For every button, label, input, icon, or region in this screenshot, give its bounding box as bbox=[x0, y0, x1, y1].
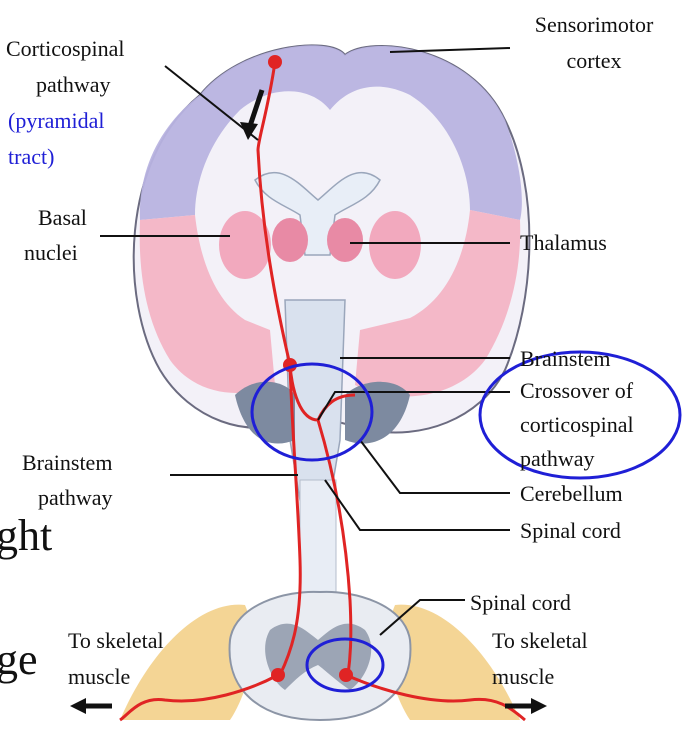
right-arrow-head bbox=[531, 698, 547, 714]
label-basal-nuclei: nuclei bbox=[24, 240, 78, 265]
label-skeletal-left: To skeletal bbox=[68, 628, 164, 653]
label-brainstem-pathway-2: pathway bbox=[38, 485, 113, 510]
label-basal: Basal bbox=[38, 205, 87, 230]
label-pyramidal-tract: tract) bbox=[8, 144, 55, 169]
thalamus-left bbox=[272, 218, 308, 262]
highlight-circles bbox=[250, 350, 682, 693]
label-skeletal-left-muscle: muscle bbox=[68, 664, 131, 689]
cortex-neuron bbox=[268, 55, 282, 69]
descending-arrow-head bbox=[240, 122, 258, 140]
cropped-text-fragment: ge bbox=[0, 635, 38, 684]
sensorimotor-cortex bbox=[139, 45, 522, 220]
leader-spinal-cord bbox=[324, 479, 510, 531]
spinal-ganglia-left bbox=[120, 604, 253, 720]
label-brainstem: Brainstem bbox=[520, 346, 611, 371]
label-spinal-cord-section: Spinal cord bbox=[470, 590, 571, 615]
label-crossover-corticospinal: corticospinal bbox=[520, 412, 634, 437]
crossover-highlight bbox=[250, 362, 374, 462]
leader-sensorimotor bbox=[389, 47, 511, 53]
motor-neuron-left bbox=[271, 668, 285, 682]
label-spinal-cord: Spinal cord bbox=[520, 518, 621, 543]
cortex-pink-left bbox=[139, 215, 275, 393]
motor-nerve-left bbox=[119, 673, 279, 722]
spinal-highlight bbox=[305, 637, 385, 693]
label-brainstem-pathway: Brainstem bbox=[22, 450, 113, 475]
leader-corticospinal bbox=[164, 65, 259, 141]
cropped-text-fragment: ght bbox=[0, 511, 53, 560]
label-corticospinal-pathway: pathway bbox=[36, 72, 111, 97]
label-thalamus: Thalamus bbox=[520, 230, 607, 255]
corticospinal-descending bbox=[316, 419, 353, 676]
thalamus-right bbox=[327, 218, 363, 262]
leader-crossover bbox=[317, 391, 510, 421]
cortex-pink-right bbox=[355, 210, 521, 397]
leader-cerebellum bbox=[359, 439, 510, 494]
cerebellum bbox=[345, 381, 410, 444]
label-skeletal-right: To skeletal bbox=[492, 628, 588, 653]
motor-nerve-right bbox=[345, 673, 526, 722]
label-pyramidal: (pyramidal bbox=[8, 108, 105, 133]
basal-nuclei-left bbox=[219, 211, 271, 279]
basal-nuclei-right bbox=[369, 211, 421, 279]
brainstem-pathway bbox=[278, 364, 302, 676]
motor-neuron-right bbox=[339, 668, 353, 682]
label-skeletal-right-muscle: muscle bbox=[492, 664, 555, 689]
label-crossover: Crossover of bbox=[520, 378, 634, 403]
leader-lines bbox=[100, 47, 511, 636]
label-sensorimotor: Sensorimotor bbox=[534, 12, 654, 37]
ventricle bbox=[254, 171, 381, 256]
label-corticospinal: Corticospinal bbox=[6, 36, 125, 61]
label-cerebellum: Cerebellum bbox=[520, 481, 623, 506]
label-sensorimotor-cortex: cortex bbox=[566, 48, 622, 73]
left-arrow-head bbox=[70, 698, 86, 714]
leader-spinal-cord-section bbox=[379, 599, 465, 636]
label-crossover-pathway: pathway bbox=[520, 446, 595, 471]
cerebellum bbox=[235, 381, 295, 444]
spinal-ganglia-right bbox=[387, 604, 520, 720]
label-highlight bbox=[478, 350, 682, 480]
